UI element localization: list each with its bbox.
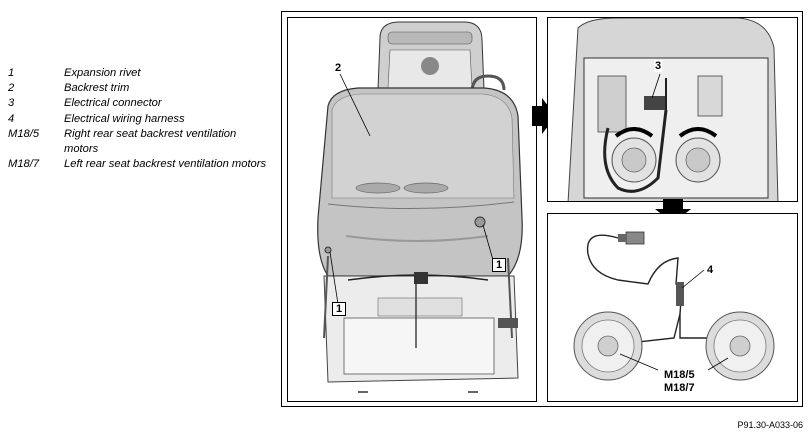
motors-detail-panel: 4 M18/5 M18/7 xyxy=(547,213,798,402)
legend-item: 2 Backrest trim xyxy=(8,81,268,96)
callout-electrical-connector: 3 xyxy=(654,60,663,72)
arrow-right-icon xyxy=(532,98,556,134)
legend-item: M18/7 Left rear seat backrest ventilatio… xyxy=(8,157,268,172)
legend-key: 4 xyxy=(8,112,15,125)
legend-text: Electrical connector xyxy=(64,97,162,110)
connector-detail-illustration xyxy=(567,18,779,201)
legend-text: Backrest trim xyxy=(64,82,130,95)
legend-text: Right rear seat backrest ventilation mot… xyxy=(64,127,237,156)
legend-key: M18/5 xyxy=(8,127,40,140)
callout-left-motor: M18/7 xyxy=(664,382,695,394)
legend-item: 3 Electrical connector xyxy=(8,96,268,111)
callout-backrest-trim: 2 xyxy=(334,62,343,74)
legend-key: M18/7 xyxy=(8,158,40,171)
legend: 1 Expansion rivet 2 Backrest trim 3 Elec… xyxy=(8,66,268,172)
legend-key: 3 xyxy=(8,97,15,110)
legend-text: Left rear seat backrest ventilation moto… xyxy=(64,158,267,171)
figure-code: P91.30-A033-06 xyxy=(737,420,803,430)
legend-text: Expansion rivet xyxy=(64,67,141,79)
callout-wiring-harness: 4 xyxy=(706,264,715,276)
callout-rivet-right: 1 xyxy=(492,258,507,272)
seat-backrest-illustration xyxy=(317,21,523,393)
legend-key: 1 xyxy=(8,67,15,79)
motors-detail-illustration xyxy=(573,231,775,381)
legend-item: 1 Expansion rivet xyxy=(8,66,268,81)
legend-key: 2 xyxy=(8,82,15,95)
legend-item: M18/5 Right rear seat backrest ventilati… xyxy=(8,127,268,157)
seat-backrest-panel: 2 1 1 xyxy=(287,17,537,402)
callout-right-motor: M18/5 xyxy=(664,369,695,381)
legend-text: Electrical wiring harness xyxy=(64,112,185,125)
figure-frame xyxy=(281,11,803,407)
arrow-down-icon xyxy=(655,199,691,223)
connector-detail-panel: 3 xyxy=(547,17,798,202)
legend-item: 4 Electrical wiring harness xyxy=(8,112,268,127)
callout-rivet-left: 1 xyxy=(332,302,347,316)
